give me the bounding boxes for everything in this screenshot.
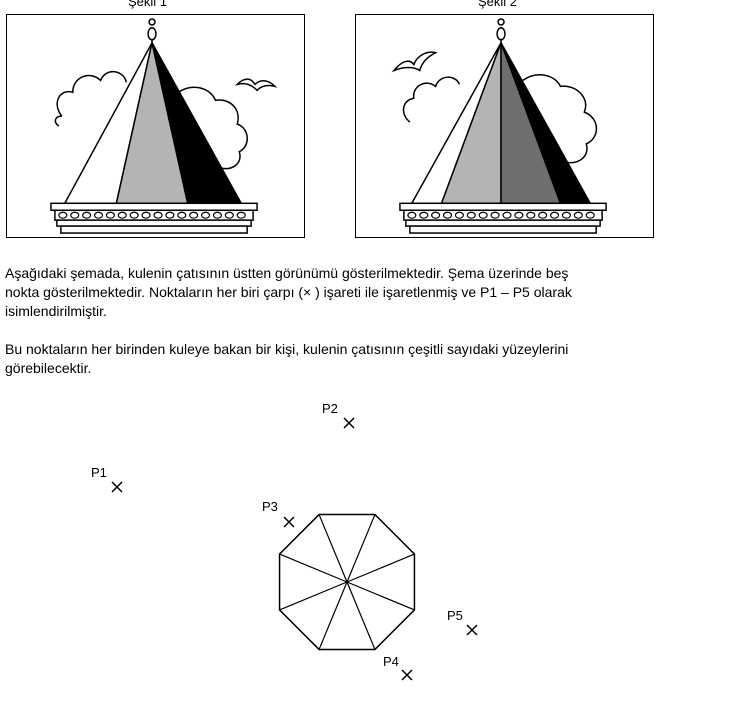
cross-mark-p1-icon	[111, 481, 123, 493]
finial-top	[148, 18, 156, 26]
figure-2-caption: Şekil 2	[478, 0, 518, 9]
roof-edge-line	[279, 553, 348, 583]
cross-mark-p2-icon	[343, 417, 355, 429]
point-label-p3: P3	[262, 499, 278, 514]
base-lower-band	[56, 219, 252, 227]
base-beads	[407, 211, 595, 219]
point-label-p4: P4	[383, 654, 399, 669]
point-label-p5: P5	[447, 608, 463, 623]
figure-1-roof-image	[6, 14, 305, 238]
figure-2-roof-image	[355, 14, 654, 238]
cross-mark-p3-icon	[283, 516, 295, 528]
point-label-p1: P1	[91, 465, 107, 480]
octagon-group	[278, 513, 416, 651]
roof-drawing-1	[50, 18, 278, 234]
base-bottom-band	[60, 225, 248, 234]
roof-edge-line	[318, 514, 348, 583]
base-top-ledge	[399, 202, 607, 211]
cloud-left	[56, 70, 127, 117]
paragraph-1-line-3: isimlendirilmiştir.	[5, 303, 107, 319]
bird-icon	[391, 51, 438, 73]
finial-top	[497, 18, 505, 26]
bird-icon	[234, 78, 278, 92]
cloud-right	[522, 74, 598, 164]
base-top-ledge	[50, 202, 258, 211]
roof-edge-line	[279, 581, 348, 611]
finial-ball	[496, 27, 506, 41]
roof-face-light-gray	[440, 42, 502, 205]
roof-edge-line	[346, 581, 376, 650]
finial-ball	[147, 27, 157, 41]
cloud-right	[175, 86, 248, 170]
base-bottom-band	[409, 225, 597, 234]
roof-drawing-2	[391, 18, 607, 234]
roof-edge-line	[346, 553, 415, 583]
roof-edge-line	[346, 581, 415, 611]
point-label-p2: P2	[322, 401, 338, 416]
cross-mark-p5-icon	[466, 624, 478, 636]
paragraph-1-line-2: nokta gösterilmektedir. Noktaların her b…	[5, 284, 572, 300]
roof-edge-line	[346, 514, 376, 583]
figure-1-caption: Şekil 1	[128, 0, 168, 9]
paragraph-2-line-2: görebilecektir.	[5, 360, 92, 376]
roof-edge-line	[318, 581, 348, 650]
cross-mark-p4-icon	[401, 669, 413, 681]
base-beads	[58, 211, 246, 219]
cloud-left	[402, 76, 461, 123]
description-paragraph-1: Aşağıdaki şemada, kulenin çatısının üstt…	[5, 264, 720, 321]
base-lower-band	[405, 219, 601, 227]
roof-top-view-octagon	[278, 513, 416, 651]
description-paragraph-2: Bu noktaların her birinden kuleye bakan …	[5, 340, 720, 378]
paragraph-1-line-1: Aşağıdaki şemada, kulenin çatısının üstt…	[5, 265, 569, 281]
cloud-left-lower	[54, 115, 62, 127]
paragraph-2-line-1: Bu noktaların her birinden kuleye bakan …	[5, 341, 569, 357]
